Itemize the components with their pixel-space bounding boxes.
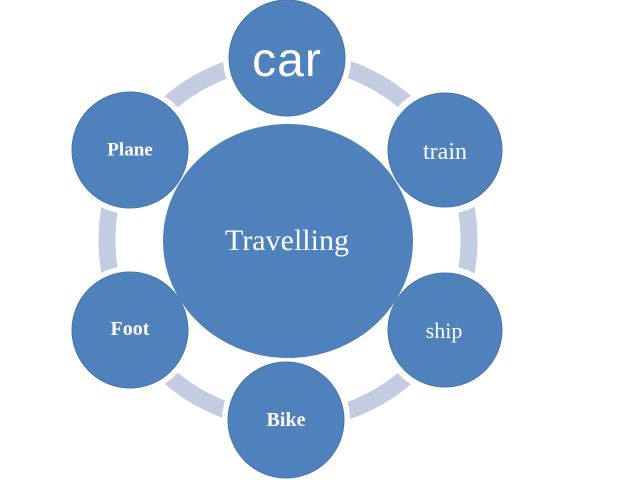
node-label-train: train <box>423 139 467 165</box>
center-circle <box>163 124 413 358</box>
node-circle-plane <box>71 91 189 209</box>
node-label-plane: Plane <box>107 139 153 161</box>
node-circle-bike <box>227 361 345 479</box>
node-circle-train <box>387 92 503 208</box>
center-label: Travelling <box>225 224 349 257</box>
node-label-bike: Bike <box>266 409 306 431</box>
node-label-foot: Foot <box>110 318 150 340</box>
node-circle-foot <box>71 271 189 389</box>
node-label-car: car <box>252 34 322 87</box>
node-label-ship: ship <box>425 318 463 343</box>
node-circle-ship <box>387 272 503 388</box>
node-circle-car <box>228 0 346 117</box>
